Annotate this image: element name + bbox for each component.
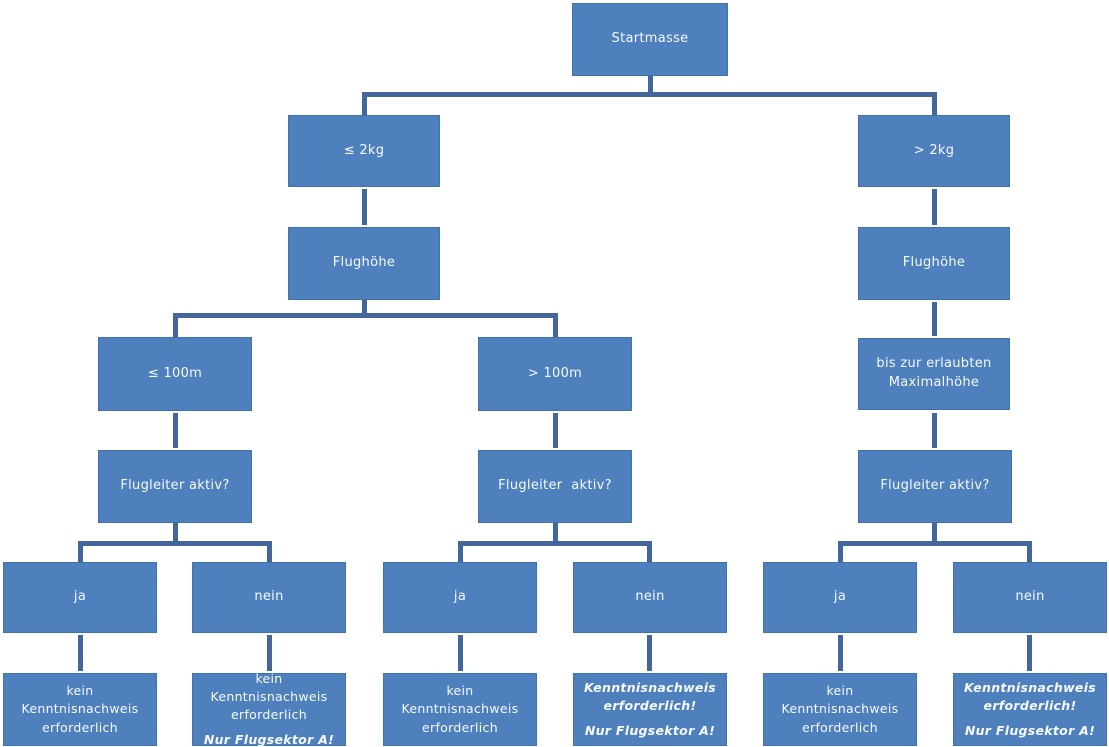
connector-ja3-leaf	[838, 635, 843, 671]
node-ja-1: ja	[3, 562, 157, 633]
leaf-note: Nur Flugsektor A!	[584, 723, 716, 739]
leaf-note: Nur Flugsektor A!	[203, 732, 335, 747]
connector-over2kg-flughoehe	[932, 189, 937, 225]
connector-nein2-drop	[647, 541, 652, 562]
node-flugleiter-right-label: Flugleiter aktiv?	[880, 478, 990, 494]
connector-nein1-drop	[267, 541, 272, 562]
node-under-2kg-label: ≤ 2kg	[343, 142, 385, 158]
leaf-text: kein Kenntnisnachweis erforderlich	[401, 683, 523, 735]
node-startmasse: Startmasse	[572, 3, 728, 76]
leaf-certificate-required-1: Kenntnisnachweis erforderlich! Nur Flugs…	[573, 673, 727, 746]
leaf-text: kein Kenntnisnachweis erforderlich	[210, 670, 332, 722]
node-flughoehe-left-label: Flughöhe	[332, 255, 396, 271]
connector-maxaltitude-flugleiter	[932, 413, 937, 448]
node-max-altitude: bis zur erlaubten Maximalhöhe	[858, 338, 1010, 410]
connector-nein3-leaf	[1027, 635, 1032, 671]
node-nein-3-label: nein	[1015, 589, 1045, 605]
connector-nein1-leaf	[267, 635, 272, 671]
connector-flugleiter-left-stub	[173, 523, 178, 541]
connector-over100m-drop	[553, 313, 558, 337]
node-max-altitude-label: bis zur erlaubten Maximalhöhe	[876, 356, 997, 390]
node-flughoehe-right-label: Flughöhe	[902, 255, 966, 271]
connector-flugleiter-right-hbar	[838, 541, 1032, 546]
node-startmasse-label: Startmasse	[611, 31, 689, 47]
node-nein-2: nein	[573, 562, 727, 633]
connector-flugleiter-right-stub	[932, 523, 937, 541]
connector-root-left-drop	[362, 92, 367, 115]
leaf-text: Kenntnisnachweis erforderlich!	[963, 679, 1101, 713]
connector-flughoehe-maxaltitude	[932, 302, 937, 336]
node-under-2kg: ≤ 2kg	[288, 115, 440, 187]
node-over-100m-label: > 100m	[527, 365, 583, 381]
leaf-text: kein Kenntnisnachweis erforderlich	[21, 683, 143, 735]
connector-root-hbar	[362, 92, 937, 97]
node-over-2kg-label: > 2kg	[913, 142, 955, 158]
node-flughoehe-left: Flughöhe	[288, 227, 440, 300]
connector-under100m-flugleiter	[173, 413, 178, 448]
connector-root-right-drop	[932, 92, 937, 115]
connector-flughoehe-left-stub	[362, 300, 367, 314]
connector-flugleiter-left-hbar	[78, 541, 272, 546]
connector-ja2-drop	[458, 541, 463, 562]
connector-under2kg-flughoehe	[362, 189, 367, 225]
connector-flugleiter-mid-hbar	[458, 541, 652, 546]
leaf-note: Nur Flugsektor A!	[964, 723, 1096, 739]
connector-flughoehe-left-hbar	[173, 313, 558, 318]
node-ja-2-label: ja	[453, 589, 467, 605]
connector-ja3-drop	[838, 541, 843, 562]
leaf-no-certificate-sector-a: kein Kenntnisnachweis erforderlich Nur F…	[192, 670, 346, 747]
node-flugleiter-mid-label: Flugleiter aktiv?	[498, 478, 612, 494]
node-flugleiter-mid: Flugleiter aktiv?	[478, 450, 632, 523]
node-flugleiter-right: Flugleiter aktiv?	[858, 450, 1012, 523]
connector-over100m-flugleiter	[553, 413, 558, 448]
connector-ja1-drop	[78, 541, 83, 562]
connector-nein2-leaf	[647, 635, 652, 671]
node-ja-2: ja	[383, 562, 537, 633]
node-ja-3: ja	[763, 562, 917, 633]
leaf-text: kein Kenntnisnachweis erforderlich	[781, 683, 903, 735]
leaf-no-certificate-3: kein Kenntnisnachweis erforderlich	[763, 673, 917, 746]
leaf-text: Kenntnisnachweis erforderlich!	[583, 679, 721, 713]
node-ja-1-label: ja	[73, 589, 87, 605]
node-flughoehe-right: Flughöhe	[858, 227, 1010, 300]
node-over-100m: > 100m	[478, 337, 632, 411]
connector-flugleiter-mid-stub	[553, 523, 558, 541]
leaf-no-certificate-2: kein Kenntnisnachweis erforderlich	[383, 673, 537, 746]
node-nein-1-label: nein	[254, 589, 284, 605]
leaf-certificate-required-2: Kenntnisnachweis erforderlich! Nur Flugs…	[953, 673, 1107, 746]
node-nein-3: nein	[953, 562, 1107, 633]
node-over-2kg: > 2kg	[858, 115, 1010, 187]
node-flugleiter-left: Flugleiter aktiv?	[98, 450, 252, 523]
node-under-100m: ≤ 100m	[98, 337, 252, 411]
connector-ja1-leaf	[78, 635, 83, 671]
connector-ja2-leaf	[458, 635, 463, 671]
node-flugleiter-left-label: Flugleiter aktiv?	[120, 478, 230, 494]
connector-under100m-drop	[173, 313, 178, 337]
node-nein-1: nein	[192, 562, 346, 633]
leaf-no-certificate-1: kein Kenntnisnachweis erforderlich	[3, 673, 157, 746]
node-nein-2-label: nein	[635, 589, 665, 605]
node-under-100m-label: ≤ 100m	[147, 365, 203, 381]
node-ja-3-label: ja	[833, 589, 847, 605]
connector-nein3-drop	[1027, 541, 1032, 562]
connector-root-stub	[648, 76, 653, 93]
